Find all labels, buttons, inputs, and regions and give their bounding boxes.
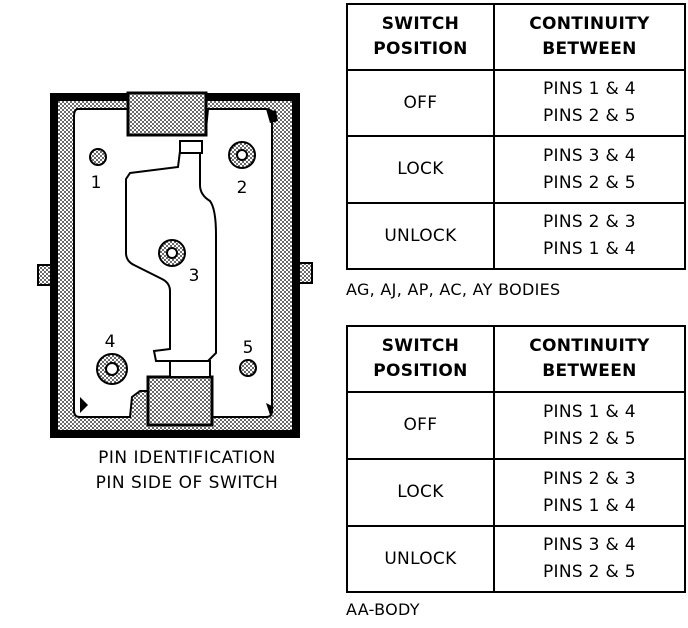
table-row: LOCK PINS 3 & 4 PINS 2 & 5 (346, 135, 687, 204)
pin-5-label: 5 (243, 338, 254, 358)
continuity-cell: PINS 1 & 4 PINS 2 & 5 (492, 391, 687, 460)
header-continuity-between: CONTINUITY BETWEEN (492, 3, 687, 71)
pins-text: PINS 1 & 4 (542, 495, 636, 516)
caption-line-2: PIN SIDE OF SWITCH (95, 473, 279, 493)
continuity-cell: PINS 3 & 4 PINS 2 & 5 (492, 135, 687, 204)
table-2-note: AA-BODY (346, 600, 420, 619)
table-row: LOCK PINS 2 & 3 PINS 1 & 4 (346, 458, 687, 527)
header-text: CONTINUITY (529, 336, 650, 356)
pin-2-label: 2 (237, 178, 248, 198)
table-row: UNLOCK PINS 3 & 4 PINS 2 & 5 (346, 525, 687, 593)
pins-text: PINS 2 & 5 (542, 562, 636, 582)
pin-3-label: 3 (189, 266, 200, 286)
header-text: CONTINUITY (529, 14, 650, 34)
header-text: POSITION (373, 39, 468, 59)
switch-position-cell: LOCK (346, 135, 495, 204)
continuity-table-aa-body: SWITCH POSITION CONTINUITY BETWEEN OFF P… (346, 325, 687, 593)
header-switch-position: SWITCH POSITION (346, 325, 495, 393)
pins-text: PINS 2 & 3 (542, 212, 636, 232)
pin-4-icon (96, 353, 128, 385)
header-text: BETWEEN (542, 39, 637, 59)
pin-3-icon (158, 239, 186, 267)
switch-position-cell: UNLOCK (346, 202, 495, 270)
diagram-caption: PIN IDENTIFICATION PIN SIDE OF SWITCH (42, 446, 332, 496)
table-row: UNLOCK PINS 2 & 3 PINS 1 & 4 (346, 202, 687, 270)
table-header-row: SWITCH POSITION CONTINUITY BETWEEN (346, 325, 687, 393)
bottom-terminal-block (146, 375, 214, 427)
caption-line-1: PIN IDENTIFICATION (98, 448, 276, 468)
pins-text: PINS 2 & 5 (542, 428, 636, 449)
continuity-table-ag-aj-ap-ac-ay: SWITCH POSITION CONTINUITY BETWEEN OFF P… (346, 3, 687, 270)
switch-right-tab (297, 262, 313, 284)
continuity-cell: PINS 2 & 3 PINS 1 & 4 (492, 458, 687, 527)
header-text: SWITCH (381, 14, 460, 34)
pin-2-icon (228, 141, 256, 169)
pins-text: PINS 1 & 4 (542, 401, 636, 422)
header-continuity-between: CONTINUITY BETWEEN (492, 325, 687, 393)
header-switch-position: SWITCH POSITION (346, 3, 495, 71)
table-header-row: SWITCH POSITION CONTINUITY BETWEEN (346, 3, 687, 71)
header-text: POSITION (373, 361, 468, 381)
pin-5-icon (239, 359, 257, 377)
table-1-note: AG, AJ, AP, AC, AY BODIES (346, 280, 561, 299)
table-row: OFF PINS 1 & 4 PINS 2 & 5 (346, 69, 687, 137)
table-row: OFF PINS 1 & 4 PINS 2 & 5 (346, 391, 687, 460)
pins-text: PINS 2 & 5 (542, 172, 636, 193)
pins-text: PINS 3 & 4 (542, 145, 636, 166)
pins-text: PINS 1 & 4 (542, 239, 636, 259)
switch-position-cell: UNLOCK (346, 525, 495, 593)
continuity-cell: PINS 1 & 4 PINS 2 & 5 (492, 69, 687, 137)
pins-text: PINS 1 & 4 (542, 79, 636, 99)
pin-1-icon (89, 148, 107, 166)
switch-position-cell: OFF (346, 391, 495, 460)
pin-4-label: 4 (105, 332, 116, 352)
header-text: SWITCH (381, 336, 460, 356)
switch-pin-diagram: 1 2 3 4 5 (37, 91, 313, 438)
switch-position-cell: OFF (346, 69, 495, 137)
switch-position-cell: LOCK (346, 458, 495, 527)
top-terminal-block (126, 91, 208, 137)
pins-text: PINS 2 & 5 (542, 106, 636, 126)
pins-text: PINS 2 & 3 (542, 468, 636, 489)
pin-1-label: 1 (91, 173, 102, 193)
header-text: BETWEEN (542, 361, 637, 381)
continuity-cell: PINS 3 & 4 PINS 2 & 5 (492, 525, 687, 593)
continuity-cell: PINS 2 & 3 PINS 1 & 4 (492, 202, 687, 270)
pins-text: PINS 3 & 4 (542, 535, 636, 555)
switch-left-tab (37, 264, 53, 286)
